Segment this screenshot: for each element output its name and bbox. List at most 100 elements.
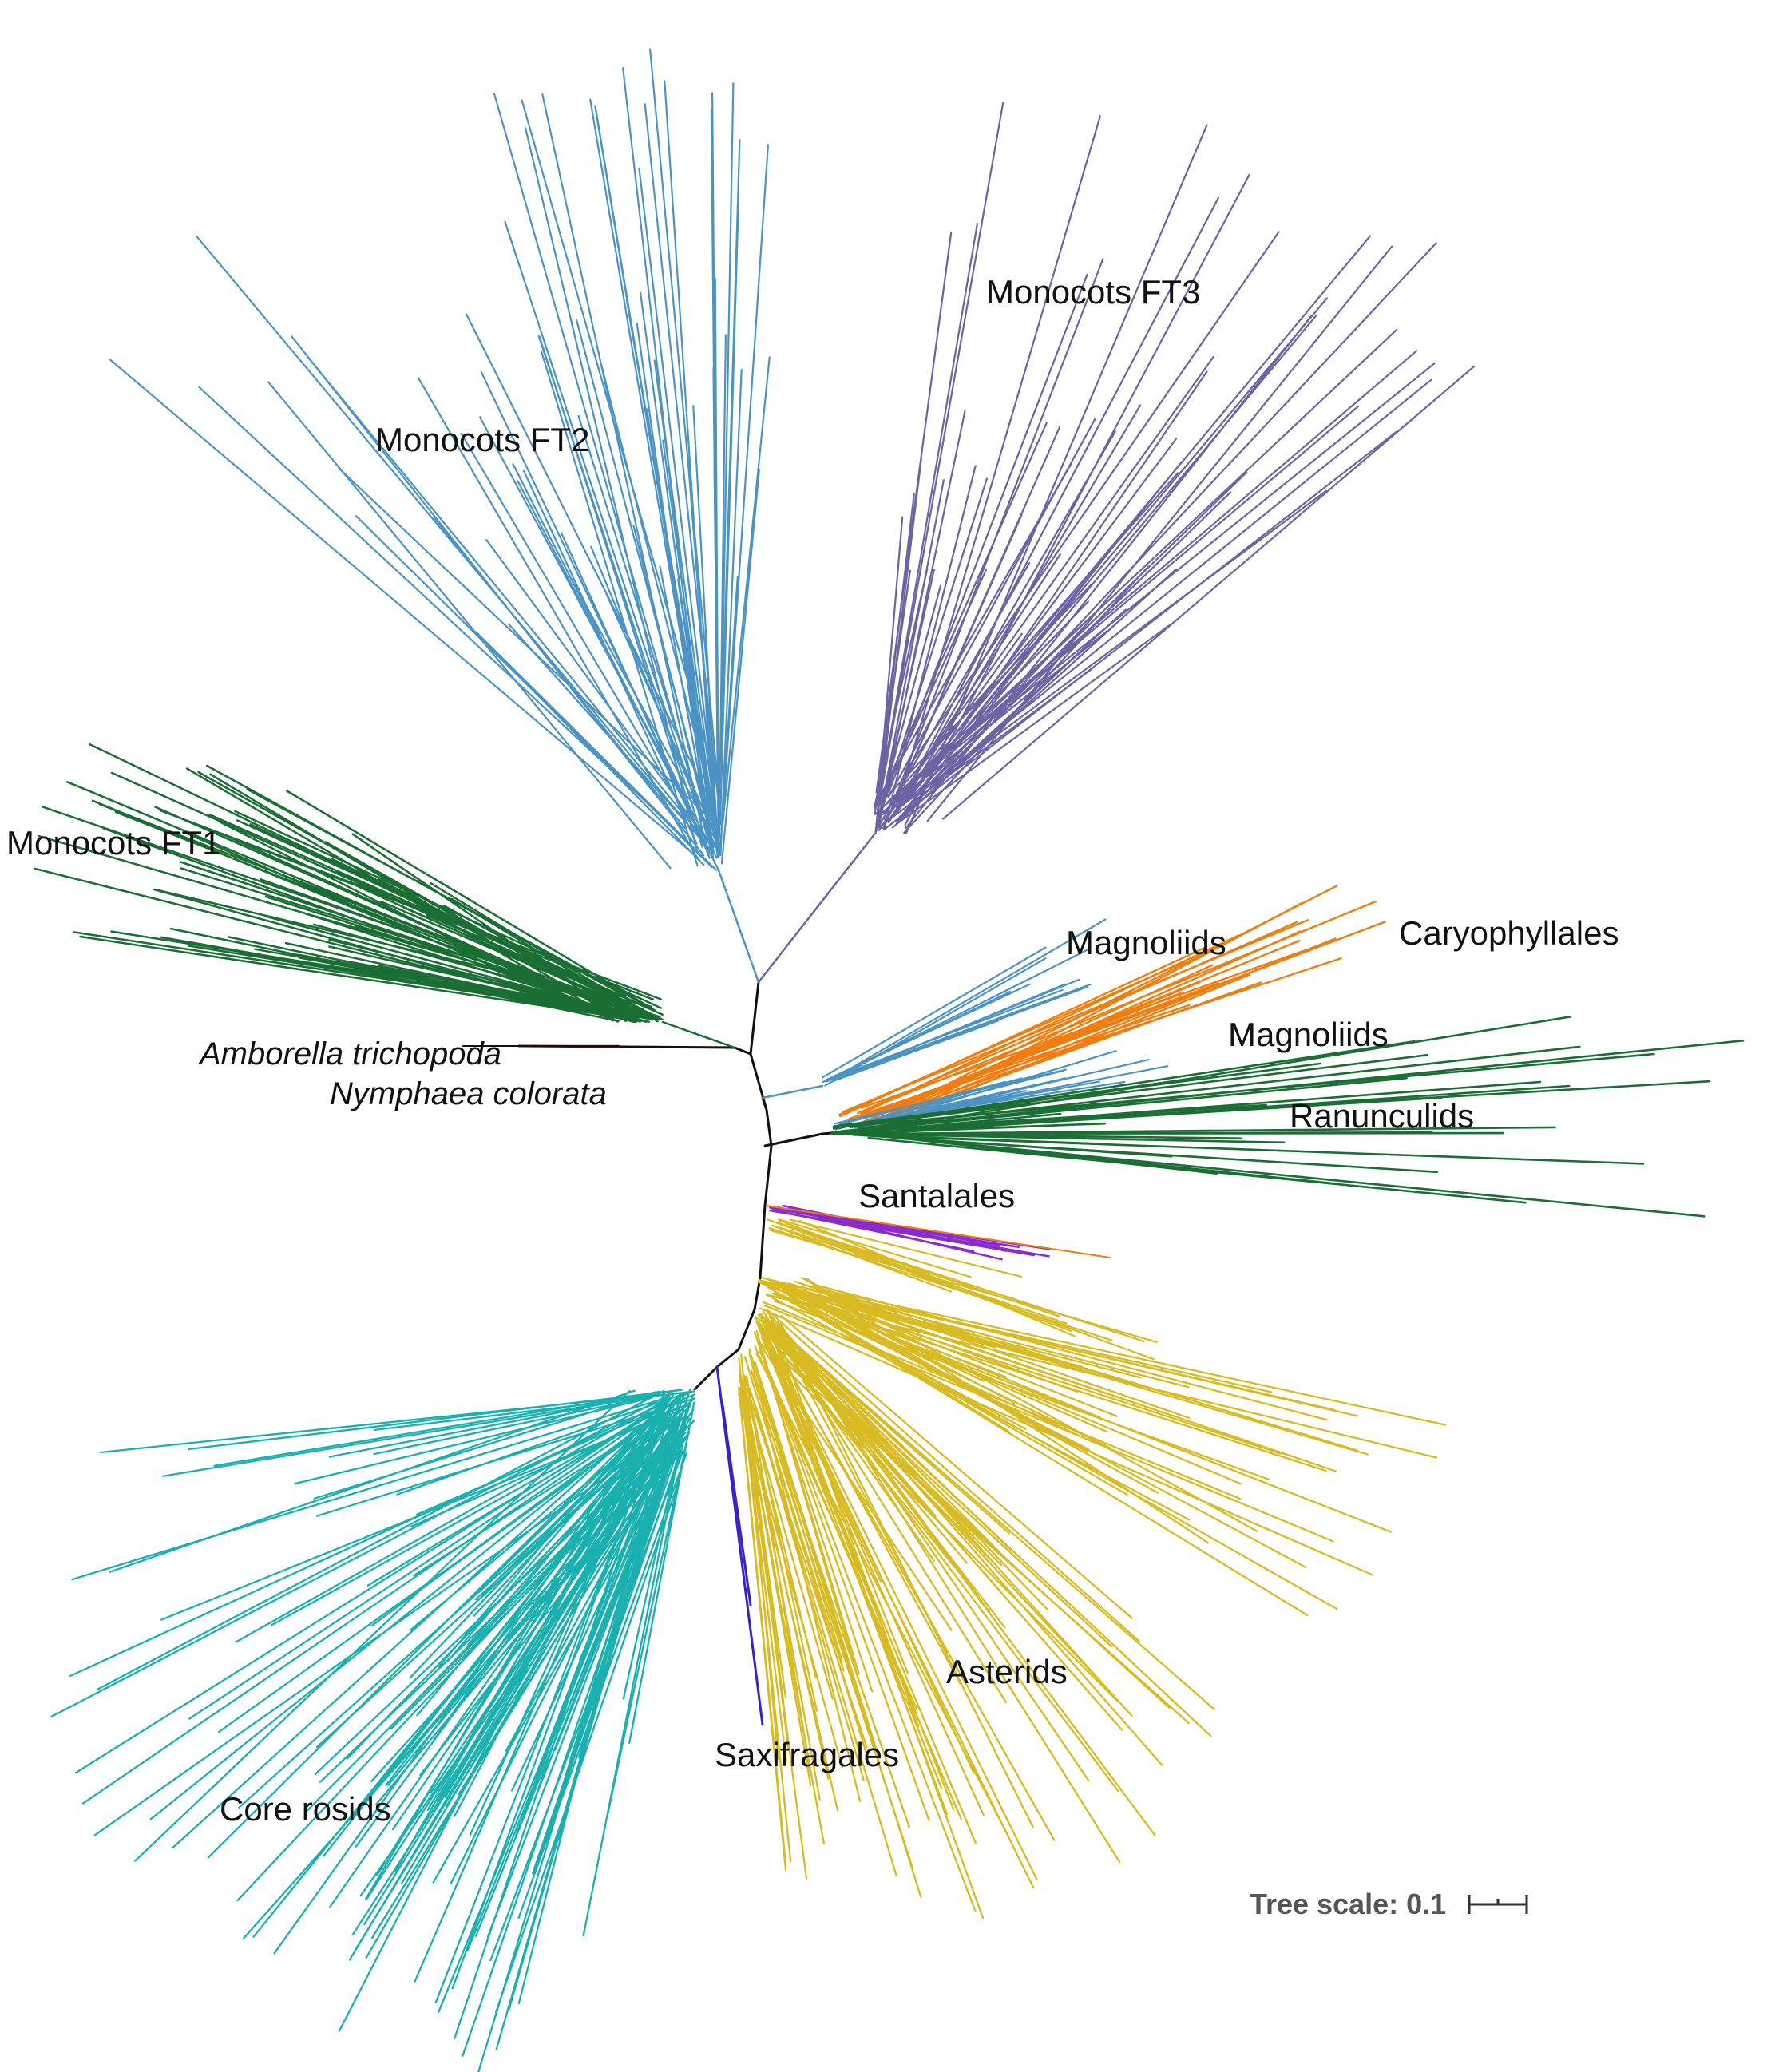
tree-scale: Tree scale: 0.1 — [1250, 1888, 1528, 1920]
core-rosids-a-branch — [81, 1429, 632, 1805]
species-label-amborella: Amborella trichopoda — [198, 1036, 501, 1072]
monocots-ft2-branch — [648, 48, 719, 780]
clade-label-saxifragales: Saxifragales — [715, 1736, 899, 1773]
asterids-upper-branch — [765, 1277, 1159, 1494]
core-rosids-b-branch — [242, 1448, 680, 1939]
ranunculids-branch — [833, 1062, 1321, 1127]
monocots-ft1-branch — [246, 788, 656, 1012]
asterids-deep-branch — [743, 1355, 867, 1753]
backbone-branch — [759, 1204, 767, 1279]
santalales-yellow-branch — [789, 1218, 1023, 1278]
monocots-ft2-branch — [638, 167, 715, 799]
asterids-lower-branch — [770, 1321, 1216, 1711]
santalales-yellow-branch — [779, 1219, 953, 1286]
monocots-ft1-branch — [354, 925, 664, 1021]
monocots-ft3-branch — [895, 472, 1179, 794]
core-rosids-a-branch — [365, 1393, 666, 1900]
core-rosids-a-branch — [71, 1397, 666, 1581]
asterids-lower-branch — [766, 1310, 1133, 1717]
ranunculids-branch — [830, 1103, 1268, 1134]
monocots-ft2-branch — [721, 144, 770, 822]
ranunculids-branch — [858, 1053, 1429, 1127]
monocots-ft3-branch — [903, 196, 1220, 797]
clade-label-santalales: Santalales — [858, 1177, 1015, 1214]
tree-scale-label: Tree scale: 0.1 — [1250, 1888, 1446, 1920]
asterids-lower-branch — [778, 1328, 1048, 1610]
monocots-ft2-branch — [714, 277, 719, 827]
core-rosids-a-branch — [207, 1418, 652, 1859]
asterids-lower-branch — [761, 1353, 930, 1821]
monocots-ft1-branch — [414, 965, 660, 1020]
monocots-ft3-branch — [910, 491, 1232, 803]
asterids-deep-branch — [742, 1396, 825, 1844]
core-rosids-a-branch — [313, 1391, 657, 1500]
monocots-ft2-branch — [719, 205, 739, 826]
magnoliids-1-branch — [844, 918, 1107, 1073]
core-rosids-a-branch — [273, 1393, 675, 1955]
monocots-ft3-branch — [877, 493, 915, 805]
asterids-deep-branch — [743, 1390, 821, 1801]
asterids-lower-branch — [764, 1327, 955, 1811]
monocots-ft2-branch — [644, 103, 719, 796]
species-label-nymphaea: Nymphaea colorata — [330, 1076, 607, 1111]
monocots-ft2-branch — [504, 220, 703, 822]
core-rosids-a-branch — [172, 1426, 639, 1849]
monocots-ft2-branch — [196, 236, 684, 820]
core-rosids-a-branch — [96, 1389, 665, 1690]
monocots-ft2-branch — [676, 578, 719, 853]
ranunculids-branch — [878, 1133, 1286, 1144]
caryophyllales-branch — [884, 930, 1302, 1119]
asterids-lower-branch — [792, 1341, 1121, 1864]
core-rosids-b-branch — [531, 1438, 683, 1875]
monocots-ft3-branch — [926, 245, 1393, 822]
monocots-ft1-branch — [98, 802, 602, 1000]
monocots-ft1-branch — [184, 831, 613, 1020]
monocots-ft3-branch — [905, 124, 1208, 834]
core-rosids-b-branch — [454, 1418, 664, 2039]
clade-label-ranunculids: Ranunculids — [1290, 1097, 1474, 1135]
asterids-upper-branch — [759, 1279, 996, 1349]
monocots-ft2-branch — [475, 631, 718, 871]
monocots-ft2-branch — [417, 377, 698, 858]
monocots-ft3-branch — [897, 258, 1104, 791]
asterids-lower-branch — [779, 1322, 1034, 1828]
monocots-ft3-branch — [874, 458, 922, 834]
monocots-ft2-branch — [538, 335, 703, 849]
monocots-ft3-branch — [904, 355, 1214, 790]
monocots-ft3-branch — [882, 426, 1061, 830]
asterids-upper-branch — [814, 1283, 1328, 1421]
core-rosids-a-branch — [396, 1392, 688, 1496]
asterids-lower-branch — [757, 1317, 1113, 1648]
monocots-ft2-branch — [692, 405, 719, 855]
core-rosids-b-branch — [517, 1452, 687, 1919]
monocots-ft1-branch — [209, 773, 611, 1014]
monocots-ft3-branch — [898, 608, 1127, 818]
monocots-ft2-branch — [664, 80, 714, 807]
tree-branches — [34, 48, 1745, 2072]
monocots-ft1-stem — [661, 1020, 736, 1049]
monocots-ft2-branch — [512, 463, 720, 871]
monocots-ft1-branch — [185, 819, 663, 1000]
monocots-ft2-branch — [590, 545, 717, 848]
monocots-ft1-branch — [157, 889, 653, 1008]
monocots-ft3-branch — [878, 422, 1048, 804]
asterids-upper-branch — [761, 1277, 1190, 1389]
core-rosids-b-branch — [416, 1416, 664, 1717]
asterids-lower-branch — [763, 1329, 1038, 1881]
core-rosids-b-branch — [469, 1414, 662, 1836]
core-rosids-b-branch — [495, 1443, 672, 2050]
monocots-ft3-branch — [909, 471, 1248, 800]
santalales-yellow-branch — [768, 1226, 1113, 1341]
monocots-ft3-branch — [895, 115, 1102, 808]
clade-label-monocots-ft3: Monocots FT3 — [986, 273, 1200, 311]
monocots-ft3-stem — [757, 833, 876, 984]
magnoliids-1-branch — [845, 986, 1088, 1077]
asterids-lower-branch — [764, 1316, 985, 1919]
core-rosids-b-branch — [432, 1420, 659, 1742]
asterids-lower-branch — [760, 1337, 882, 1583]
monocots-ft1-branch — [79, 935, 600, 1016]
core-rosids-b-branch — [445, 1436, 680, 1808]
monocots-ft3-branch — [903, 231, 1280, 774]
monocots-ft2-branch — [540, 351, 699, 867]
